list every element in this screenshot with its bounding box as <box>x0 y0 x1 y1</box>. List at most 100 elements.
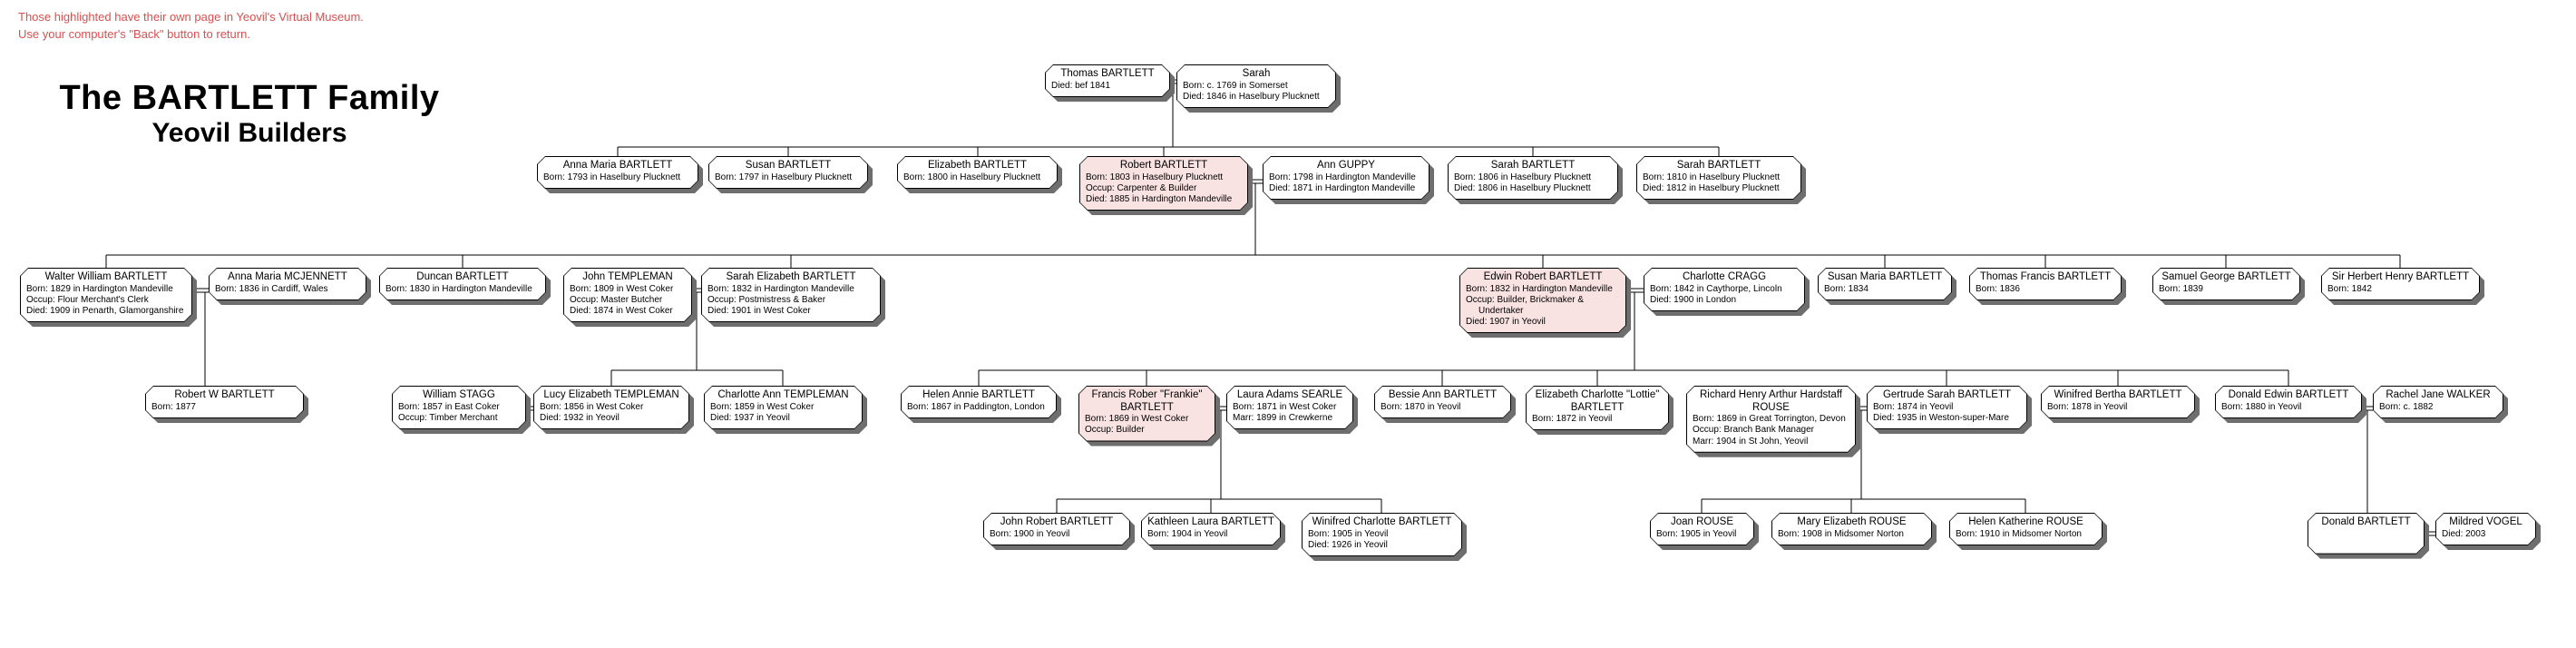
person-detail: Occup: Flour Merchant's Clerk <box>26 294 149 305</box>
person-detail: Born: 1867 in Paddington, London <box>907 401 1045 412</box>
person-box-kathleen-laura-bartlett: Kathleen Laura BARTLETT Born: 1904 in Ye… <box>1141 513 1281 545</box>
person-detail: Born: 1797 in Haselbury Plucknett <box>715 172 853 182</box>
person-box-francis-frankie-bartlett[interactable]: Francis Rober "Frankie" BARTLETT Born: 1… <box>1078 386 1215 442</box>
person-detail: Died: 1907 in Yeovil <box>1466 317 1546 328</box>
person-detail: Died: 1806 in Haselbury Plucknett <box>1454 182 1591 193</box>
person-box-elizabeth-bartlett: Elizabeth BARTLETT Born: 1800 in Haselbu… <box>897 156 1058 189</box>
person-detail: Born: 1874 in Yeovil <box>1873 401 1954 412</box>
person-detail: Born: 1870 in Yeovil <box>1381 401 1461 412</box>
person-box-charlotte-ann-templeman: Charlotte Ann TEMPLEMAN Born: 1859 in We… <box>704 386 863 429</box>
person-detail: Marr: 1904 in St John, Yeovil <box>1693 436 1809 447</box>
person-name: Mary Elizabeth ROUSE <box>1797 516 1907 527</box>
chart-title: The BARTLETT Family Yeovil Builders <box>45 79 454 149</box>
person-name: Sarah Elizabeth BARTLETT <box>726 271 856 282</box>
person-name: Thomas Francis BARTLETT <box>1979 271 2112 282</box>
person-box-robert-bartlett[interactable]: Robert BARTLETT Born: 1803 in Haselbury … <box>1079 156 1248 211</box>
person-detail: Born: 1793 in Haselbury Plucknett <box>543 172 681 182</box>
chart-title-main: The BARTLETT Family <box>59 79 440 117</box>
person-box-helen-annie-bartlett: Helen Annie BARTLETT Born: 1867 in Paddi… <box>901 386 1057 418</box>
person-detail: Died: 2003 <box>2442 528 2486 539</box>
person-box-winifred-charlotte-bartlett: Winifred Charlotte BARTLETT Born: 1905 i… <box>1302 513 1462 556</box>
person-name: Helen Katherine ROUSE <box>1968 516 2083 527</box>
person-name: Laura Adams SEARLE <box>1236 389 1343 400</box>
person-box-richard-rouse: Richard Henry Arthur Hardstaff ROUSE Bor… <box>1686 386 1856 453</box>
person-box-rachel-jane-walker: Rachel Jane WALKER Born: c. 1882 <box>2373 386 2503 418</box>
person-name: Winifred Charlotte BARTLETT <box>1312 516 1452 527</box>
person-detail: Died: 1871 in Hardington Mandeville <box>1269 182 1416 193</box>
person-detail: Occup: Postmistress & Baker <box>707 294 826 305</box>
person-box-mildred-vogel: Mildred VOGEL Died: 2003 <box>2435 513 2536 545</box>
person-box-john-templeman: John TEMPLEMAN Born: 1809 in West Coker … <box>563 268 692 322</box>
person-box-duncan-bartlett: Duncan BARTLETT Born: 1830 in Hardington… <box>379 268 546 300</box>
person-box-donald-bartlett: Donald BARTLETT <box>2308 513 2425 555</box>
person-name: Robert W BARTLETT <box>174 389 275 400</box>
person-box-helen-katherine-rouse: Helen Katherine ROUSE Born: 1910 in Mids… <box>1949 513 2103 545</box>
person-detail: Occup: Builder, Brickmaker & Undertaker <box>1466 294 1585 316</box>
person-detail: Born: 1842 <box>2327 283 2372 294</box>
person-detail: Born: 1905 in Yeovil <box>1656 528 1737 539</box>
person-detail: Born: 1832 in Hardington Mandeville <box>1466 283 1613 294</box>
person-box-laura-adams-searle: Laura Adams SEARLE Born: 1871 in West Co… <box>1226 386 1353 429</box>
person-detail: Born: 1877 <box>151 401 196 412</box>
person-name: Rachel Jane WALKER <box>2386 389 2491 400</box>
person-detail: Born: 1839 <box>2159 283 2203 294</box>
person-detail: Occup: Branch Bank Manager <box>1693 425 1814 436</box>
person-detail: Born: 1836 <box>1976 283 2020 294</box>
person-box-elizabeth-lottie-bartlett: Elizabeth Charlotte "Lottie" BARTLETT Bo… <box>1526 386 1669 430</box>
person-detail: Occup: Carpenter & Builder <box>1086 182 1197 193</box>
person-detail: Born: 1857 in East Coker <box>398 401 500 412</box>
person-box-gertrude-sarah-bartlett: Gertrude Sarah BARTLETT Born: 1874 in Ye… <box>1867 386 2027 429</box>
person-name: Edwin Robert BARTLETT <box>1483 271 1603 282</box>
person-detail: Born: 1809 in West Coker <box>570 283 674 294</box>
person-detail: Born: 1803 in Haselbury Plucknett <box>1086 172 1224 182</box>
person-name: Donald BARTLETT <box>2321 516 2411 527</box>
person-name: Samuel George BARTLETT <box>2161 271 2291 282</box>
person-box-samuel-george-bartlett: Samuel George BARTLETT Born: 1839 <box>2152 268 2300 300</box>
person-detail: Born: 1905 in Yeovil <box>1308 528 1389 539</box>
person-detail: Died: 1900 in London <box>1650 294 1737 305</box>
person-box-edwin-robert-bartlett[interactable]: Edwin Robert BARTLETT Born: 1832 in Hard… <box>1459 268 1626 333</box>
person-detail: Born: 1871 in West Coker <box>1233 401 1337 412</box>
person-detail: Died: bef 1841 <box>1051 80 1111 91</box>
person-detail: Occup: Timber Merchant <box>398 412 498 423</box>
person-name: Bessie Ann BARTLETT <box>1388 389 1498 400</box>
person-name: Sarah <box>1242 68 1271 79</box>
person-box-winifred-bertha-bartlett: Winifred Bertha BARTLETT Born: 1878 in Y… <box>2041 386 2195 418</box>
person-detail: Born: 1798 in Hardington Mandeville <box>1269 172 1416 182</box>
person-name: Lucy Elizabeth TEMPLEMAN <box>543 389 679 400</box>
person-detail: Died: 1935 in Weston-super-Mare <box>1873 412 2009 423</box>
person-detail: Died: 1812 in Haselbury Plucknett <box>1643 182 1780 193</box>
person-box-robert-w-bartlett: Robert W BARTLETT Born: 1877 <box>145 386 304 418</box>
person-name: Helen Annie BARTLETT <box>922 389 1035 400</box>
person-box-bessie-ann-bartlett: Bessie Ann BARTLETT Born: 1870 in Yeovil <box>1374 386 1511 418</box>
person-box-thomas-bartlett: Thomas BARTLETT Died: bef 1841 <box>1045 64 1170 97</box>
person-box-susan-bartlett: Susan BARTLETT Born: 1797 in Haselbury P… <box>708 156 868 189</box>
museum-note-line2: Use your computer's "Back" button to ret… <box>18 26 250 41</box>
person-name: Winifred Bertha BARTLETT <box>2054 389 2182 400</box>
person-name: Susan BARTLETT <box>745 160 832 171</box>
person-name: Donald Edwin BARTLETT <box>2228 389 2349 400</box>
person-detail: Born: 1800 in Haselbury Plucknett <box>903 172 1041 182</box>
person-detail: Born: 1832 in Hardington Mandeville <box>707 283 854 294</box>
person-box-thomas-francis-bartlett: Thomas Francis BARTLETT Born: 1836 <box>1969 268 2122 300</box>
person-name: Mildred VOGEL <box>2449 516 2522 527</box>
person-box-charlotte-cragg: Charlotte CRAGG Born: 1842 in Caythorpe,… <box>1644 268 1805 311</box>
person-detail: Occup: Master Butcher <box>570 294 663 305</box>
person-detail: Marr: 1899 in Crewkerne <box>1233 412 1333 423</box>
person-box-sarah-bartlett-1810: Sarah BARTLETT Born: 1810 in Haselbury P… <box>1636 156 1801 200</box>
person-box-sarah-bartlett-1806: Sarah BARTLETT Born: 1806 in Haselbury P… <box>1448 156 1618 200</box>
person-detail: Occup: Builder <box>1085 425 1145 436</box>
person-box-anna-maria-mcjennett: Anna Maria MCJENNETT Born: 1836 in Cardi… <box>209 268 366 300</box>
person-box-lucy-elizabeth-templeman: Lucy Elizabeth TEMPLEMAN Born: 1856 in W… <box>533 386 689 429</box>
person-detail: Born: 1806 in Haselbury Plucknett <box>1454 172 1592 182</box>
person-detail: Born: 1842 in Caythorpe, Lincoln <box>1650 283 1782 294</box>
person-name: Thomas BARTLETT <box>1060 68 1155 79</box>
person-detail: Born: 1856 in West Coker <box>540 401 644 412</box>
person-name: Charlotte Ann TEMPLEMAN <box>717 389 849 400</box>
person-box-ann-guppy: Ann GUPPY Born: 1798 in Hardington Mande… <box>1263 156 1429 200</box>
person-detail: Born: 1859 in West Coker <box>710 401 815 412</box>
person-box-sarah-elizabeth-bartlett: Sarah Elizabeth BARTLETT Born: 1832 in H… <box>701 268 881 322</box>
person-name: Elizabeth Charlotte "Lottie" BARTLETT <box>1535 389 1660 413</box>
person-box-william-stagg: William STAGG Born: 1857 in East Coker O… <box>392 386 526 429</box>
